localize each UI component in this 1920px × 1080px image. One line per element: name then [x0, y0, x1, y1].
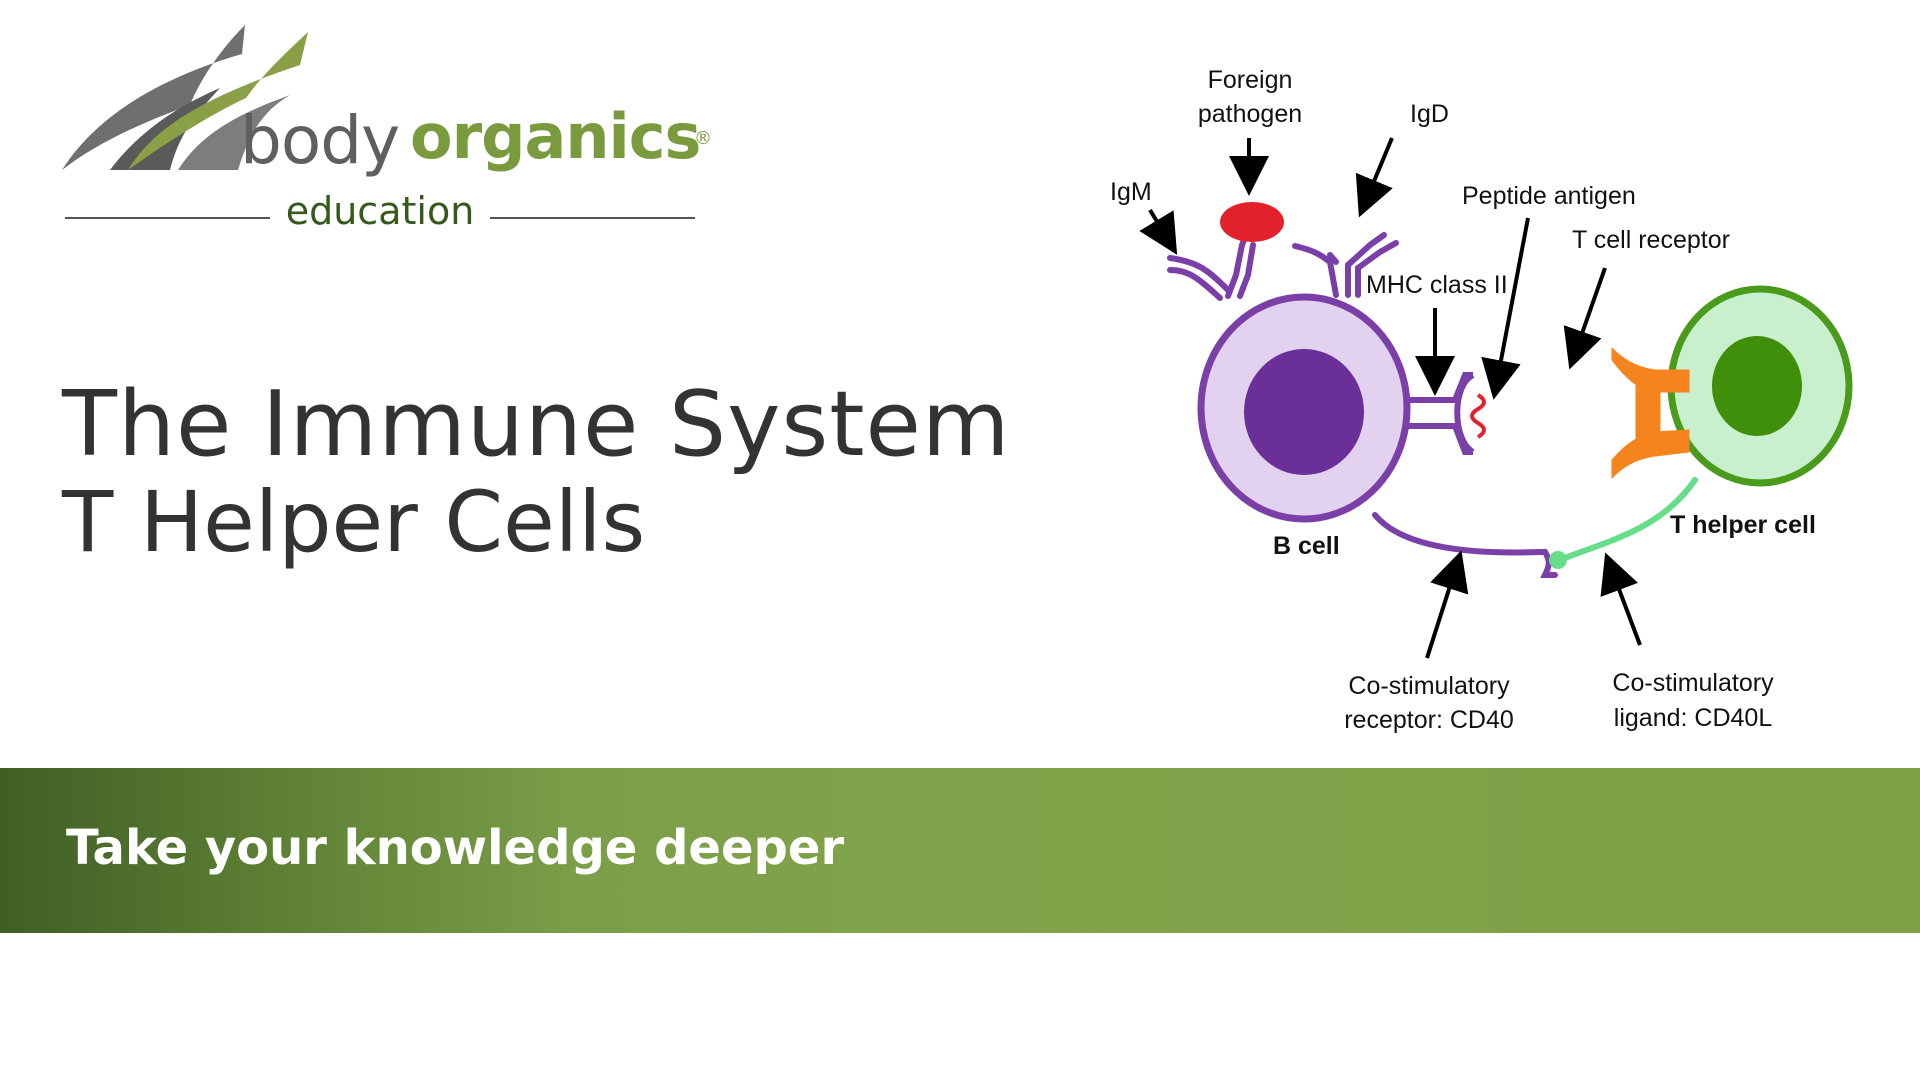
immune-diagram: Foreign pathogen IgD IgM Peptide antigen…: [1080, 40, 1860, 750]
b-cell: [1197, 293, 1411, 523]
label-cd40-line1: Co-stimulatory: [1348, 672, 1510, 700]
mhc-class-ii-shape: [1406, 372, 1475, 455]
t-cell-nucleus: [1712, 336, 1802, 436]
label-t-helper-cell: T helper cell: [1670, 511, 1816, 539]
logo-wordmark-organics: organics: [410, 100, 701, 173]
page-subtitle: T Helper Cells: [62, 473, 646, 571]
diagram-arrows: [1139, 137, 1642, 659]
logo-swoosh-icon: [62, 25, 308, 170]
label-cd40l-line1: Co-stimulatory: [1612, 669, 1774, 697]
logo-tagline: education: [285, 189, 475, 233]
label-igm: IgM: [1110, 178, 1152, 206]
registered-mark: ®: [694, 128, 712, 149]
antibodies: [1167, 207, 1399, 301]
page-title: The Immune System: [62, 372, 1011, 477]
label-t-cell-receptor: T cell receptor: [1572, 226, 1730, 254]
cd40-pair: [1372, 477, 1698, 578]
label-peptide-antigen: Peptide antigen: [1462, 182, 1636, 210]
label-b-cell: B cell: [1273, 532, 1340, 560]
cta-banner: Take your knowledge deeper: [0, 768, 1920, 933]
logo-divider-left: [65, 217, 270, 219]
b-cell-nucleus: [1244, 349, 1364, 475]
title-block: The Immune System T Helper Cells: [62, 375, 1011, 568]
t-helper-cell: [1667, 285, 1853, 487]
t-cell-receptor-shape: [1611, 347, 1690, 479]
logo-wordmark-body: body: [240, 102, 400, 179]
brand-logo: body organics ® education: [60, 20, 720, 240]
label-mhc-class-ii: MHC class II: [1366, 271, 1508, 299]
label-foreign-line2: pathogen: [1198, 100, 1302, 128]
label-igd: IgD: [1410, 100, 1449, 128]
label-cd40-line2: receptor: CD40: [1344, 706, 1514, 734]
label-foreign-line1: Foreign: [1208, 66, 1293, 94]
label-cd40l-line2: ligand: CD40L: [1614, 704, 1773, 732]
logo-divider-right: [490, 217, 695, 219]
diagram-canvas: Foreign pathogen IgD IgM Peptide antigen…: [1110, 66, 1853, 734]
banner-text: Take your knowledge deeper: [66, 820, 845, 876]
peptide-antigen-shape: [1470, 393, 1486, 439]
foreign-pathogen-shape: [1220, 202, 1284, 242]
